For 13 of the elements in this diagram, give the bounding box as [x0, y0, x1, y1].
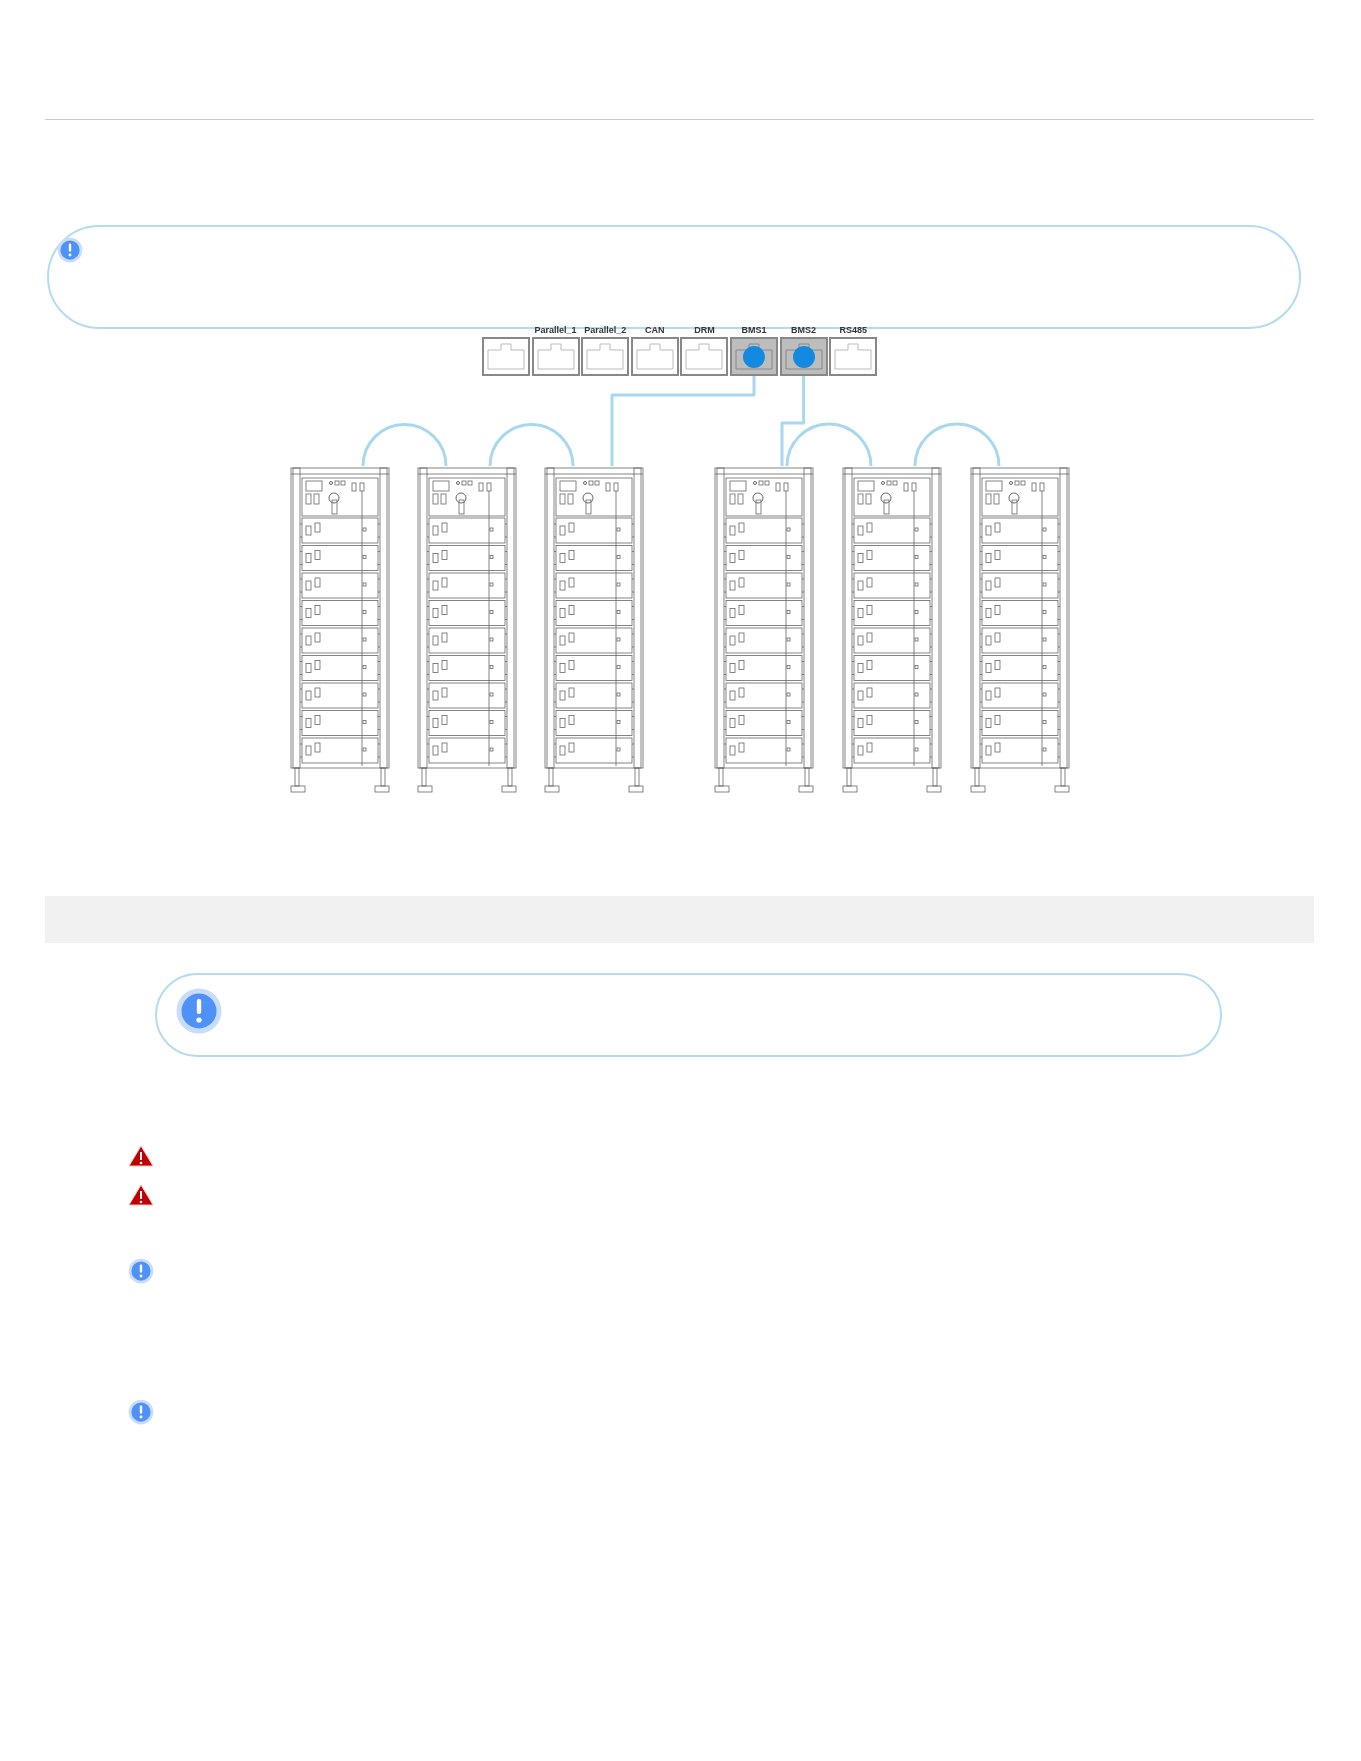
- port-label: CAN: [644, 324, 666, 337]
- port-label: BMS2: [790, 324, 818, 337]
- cable: [488, 423, 575, 467]
- cable: [785, 422, 873, 467]
- port-label: BMS1: [740, 324, 768, 337]
- port-label: RS485: [838, 324, 868, 337]
- cable: [780, 376, 806, 466]
- port-label: Parallel_1: [533, 324, 578, 337]
- cable: [913, 422, 1001, 467]
- cable: [610, 376, 756, 466]
- port-label: DRM: [693, 324, 716, 337]
- port-label: Parallel_2: [583, 324, 628, 337]
- cable: [361, 423, 448, 467]
